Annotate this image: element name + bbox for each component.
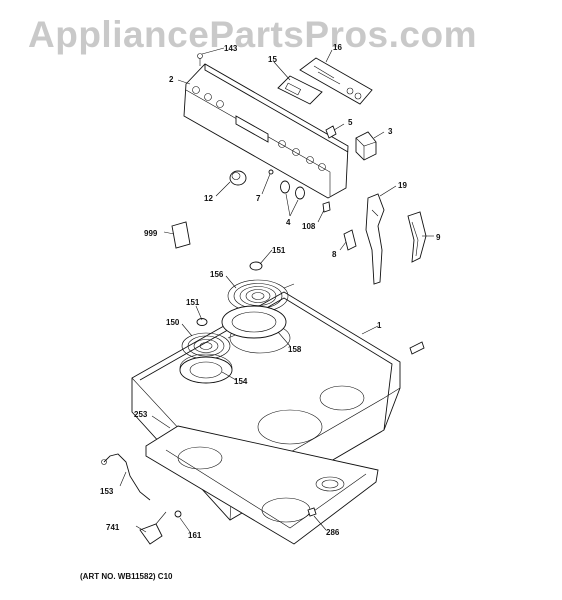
- clip-part: [325, 125, 337, 139]
- small-clip: [322, 201, 331, 213]
- infinite-switch: [139, 511, 167, 545]
- burner-box: [145, 425, 379, 545]
- callout-8: 8: [332, 250, 337, 259]
- callout-158: 158: [288, 345, 302, 354]
- callout-9: 9: [436, 233, 441, 242]
- callout-16: 16: [333, 43, 342, 52]
- callout-5: 5: [348, 118, 353, 127]
- small-drip-pan: [179, 356, 233, 384]
- large-drip-pan: [221, 305, 287, 339]
- backsplash-panel: [183, 53, 349, 199]
- callout-15: 15: [268, 55, 277, 64]
- callout-143: 143: [224, 44, 238, 53]
- callout-108: 108: [302, 222, 316, 231]
- side-handle: [407, 211, 427, 263]
- screw-right: [307, 507, 317, 517]
- callout-7: 7: [256, 194, 261, 203]
- literature-card: [171, 221, 191, 249]
- callout-2: 2: [169, 75, 174, 84]
- callout-741: 741: [106, 523, 120, 532]
- callout-4: 4: [286, 218, 291, 227]
- callout-19: 19: [398, 181, 407, 190]
- callout-253: 253: [134, 410, 148, 419]
- callout-286: 286: [326, 528, 340, 537]
- callout-161: 161: [188, 531, 202, 540]
- trim-rings: [196, 261, 263, 326]
- callout-1: 1: [377, 321, 382, 330]
- bracket-clip: [343, 229, 357, 251]
- ground-wire: [101, 453, 151, 501]
- callout-151-top: 151: [272, 246, 286, 255]
- screw-left: [174, 510, 182, 518]
- callout-12: 12: [204, 194, 213, 203]
- callout-156: 156: [210, 270, 224, 279]
- switch-knobs: [280, 180, 305, 200]
- clock-board: [299, 57, 373, 105]
- side-bracket: [365, 193, 385, 285]
- leader-lines: [119, 47, 434, 533]
- art-number: (ART NO. WB11582) C10: [80, 572, 173, 581]
- callout-3: 3: [388, 127, 393, 136]
- relay-part: [355, 131, 377, 161]
- knob-pointer: [268, 169, 274, 175]
- callout-154: 154: [234, 377, 248, 386]
- watermark: AppliancePartsPros.com: [28, 14, 477, 55]
- clock-overlay: [277, 75, 323, 105]
- callout-153: 153: [100, 487, 114, 496]
- knob: [229, 170, 247, 186]
- leveling-leg: [409, 341, 425, 355]
- callout-999: 999: [144, 229, 158, 238]
- callout-151-left: 151: [186, 298, 200, 307]
- callout-labels: 143 16 2 15 5 3 12 7 4 108 19 999 8 9 15…: [100, 43, 441, 540]
- callout-150: 150: [166, 318, 180, 327]
